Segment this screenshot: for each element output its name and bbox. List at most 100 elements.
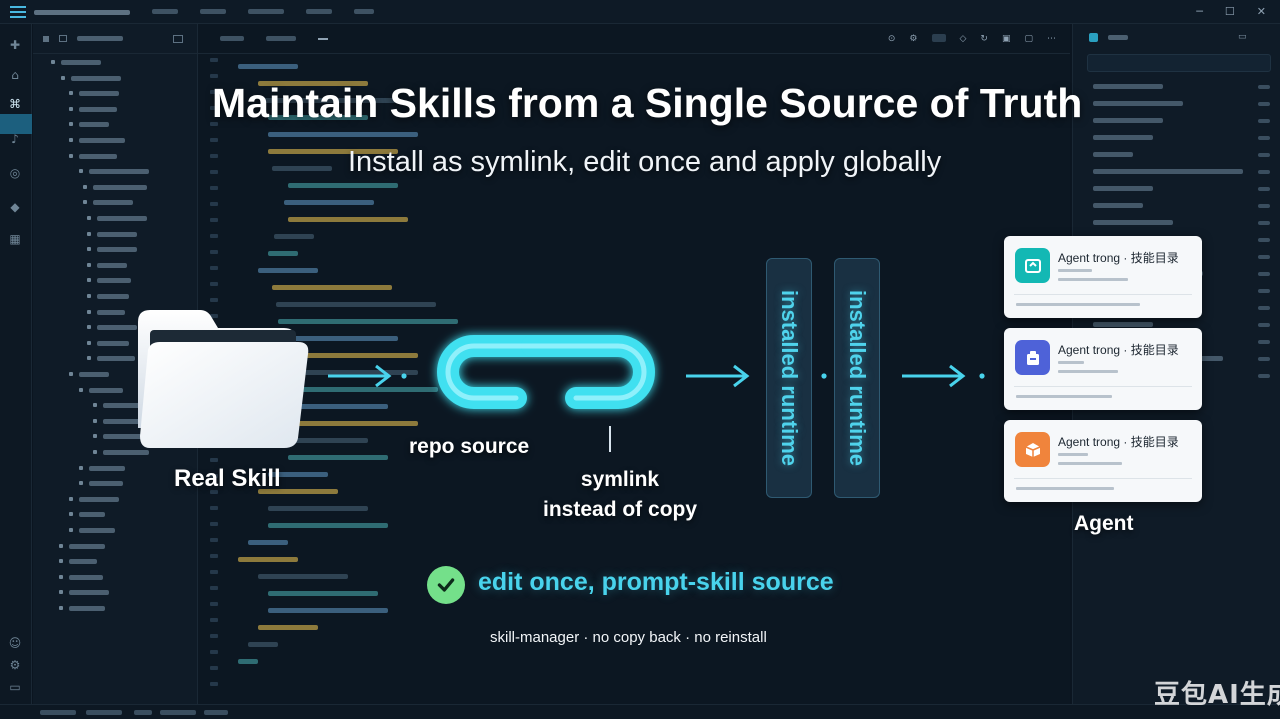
minimize-icon[interactable]: ─ <box>1196 5 1203 18</box>
connector-dot <box>821 373 827 379</box>
tree-item[interactable] <box>97 216 147 221</box>
menu-item[interactable] <box>200 8 226 14</box>
tree-item[interactable] <box>97 247 137 253</box>
tree-item[interactable] <box>97 356 135 362</box>
tree-item[interactable] <box>97 262 127 268</box>
panel-search-input[interactable] <box>1087 54 1271 72</box>
tree-item[interactable] <box>89 387 123 393</box>
collapse-icon[interactable] <box>173 34 183 43</box>
tree-item[interactable] <box>103 450 149 455</box>
folder-icon[interactable] <box>59 35 67 42</box>
agent-divider <box>1014 478 1192 479</box>
tree-item[interactable] <box>79 496 119 502</box>
tree-item[interactable] <box>89 169 149 175</box>
panel-list-item[interactable] <box>1093 220 1173 225</box>
panel-list-item[interactable] <box>1093 203 1143 208</box>
menu-item[interactable] <box>354 8 374 14</box>
tree-item[interactable] <box>79 372 109 377</box>
panel-list-item[interactable] <box>1093 186 1153 191</box>
tree-item[interactable] <box>97 294 129 299</box>
pin-icon[interactable]: ◆ <box>10 200 20 214</box>
agent-meta-placeholder <box>1058 361 1084 364</box>
status-item[interactable] <box>160 710 196 715</box>
tree-item[interactable] <box>89 481 123 487</box>
menu-item[interactable] <box>152 8 178 14</box>
panel-list-item[interactable] <box>1093 101 1183 106</box>
bell-icon[interactable]: ♪ <box>11 132 19 146</box>
tree-item[interactable] <box>103 403 147 409</box>
agent-divider <box>1014 386 1192 387</box>
panel-list-count <box>1258 221 1270 225</box>
status-item[interactable] <box>134 710 152 715</box>
terminal-icon[interactable]: ▭ <box>9 680 21 694</box>
account-icon[interactable]: ☺ <box>8 636 22 650</box>
agent-name: Agent trong · 技能目录 <box>1058 251 1179 265</box>
tree-item[interactable] <box>89 465 125 471</box>
skills-icon[interactable]: ⌘ <box>9 97 21 111</box>
split-icon[interactable]: ▣ <box>1001 34 1011 44</box>
agent-card[interactable]: Agent trong · 技能目录 <box>1004 328 1202 410</box>
tree-item[interactable] <box>69 559 97 565</box>
panel-list-item[interactable] <box>1093 118 1163 123</box>
tree-toggle-icon[interactable] <box>43 35 49 42</box>
agent-card[interactable]: Agent trong · 技能目录 <box>1004 236 1202 318</box>
shield-icon[interactable]: ◇ <box>959 34 967 44</box>
status-item[interactable] <box>204 710 228 715</box>
tree-item[interactable] <box>79 91 119 97</box>
tree-item[interactable] <box>93 184 147 190</box>
tree-item[interactable] <box>69 590 109 596</box>
tree-item[interactable] <box>97 231 137 237</box>
tree-item[interactable] <box>97 309 125 315</box>
gear-icon[interactable]: ⚙ <box>909 34 918 44</box>
close-icon[interactable]: ✕ <box>1256 5 1266 18</box>
panel-list-item[interactable] <box>1093 84 1163 89</box>
tree-item[interactable] <box>79 138 125 143</box>
tree-item[interactable] <box>79 106 117 112</box>
file-icon <box>51 60 55 64</box>
panel-list-item[interactable] <box>1093 135 1153 140</box>
tree-item[interactable] <box>103 434 147 440</box>
more-icon[interactable]: ⋯ <box>1047 34 1056 44</box>
tree-item[interactable] <box>79 512 105 518</box>
tree-item[interactable] <box>69 574 103 580</box>
agent-card[interactable]: Agent trong · 技能目录 <box>1004 420 1202 502</box>
panel-list-item[interactable] <box>1093 169 1243 174</box>
menu-item[interactable] <box>306 8 332 14</box>
settings-icon[interactable]: ⚙ <box>9 658 21 672</box>
file-icon <box>69 372 73 376</box>
zoom-badge[interactable] <box>931 34 946 42</box>
tree-item[interactable] <box>97 340 129 346</box>
dropdown-icon[interactable] <box>318 37 328 40</box>
target-icon[interactable]: ⊙ <box>887 34 896 44</box>
globe-icon[interactable]: ◎ <box>9 166 21 180</box>
maximize-icon[interactable]: ☐ <box>1224 5 1235 18</box>
tree-item[interactable] <box>97 325 137 331</box>
tree-item[interactable] <box>79 153 117 159</box>
tree-item[interactable] <box>97 278 131 284</box>
code-line <box>238 557 298 562</box>
tree-item[interactable] <box>93 200 133 206</box>
status-item[interactable] <box>86 710 122 715</box>
editor-tab[interactable] <box>266 36 296 41</box>
tree-item[interactable] <box>69 543 105 549</box>
tree-item[interactable] <box>103 418 151 424</box>
panel-list-item[interactable] <box>1093 152 1133 157</box>
tree-item[interactable] <box>69 606 105 611</box>
status-item[interactable] <box>40 710 76 715</box>
maximize-panel-icon[interactable]: ▭ <box>1238 32 1247 42</box>
explorer-icon[interactable]: ✚ <box>9 38 21 52</box>
file-icon <box>59 574 63 579</box>
tree-item[interactable] <box>79 122 109 128</box>
grid-icon[interactable]: ▦ <box>9 232 21 246</box>
home-icon[interactable]: ⌂ <box>11 68 19 82</box>
refresh-icon[interactable]: ↻ <box>980 34 988 44</box>
panel-list-item[interactable] <box>1093 322 1153 327</box>
tree-item[interactable] <box>79 528 115 533</box>
tree-item[interactable] <box>61 60 101 65</box>
menu-item[interactable] <box>248 8 284 14</box>
file-icon <box>87 340 91 345</box>
menu-icon[interactable] <box>10 5 26 18</box>
editor-tab[interactable] <box>220 36 244 41</box>
layout-icon[interactable]: ▢ <box>1024 34 1033 44</box>
tree-item[interactable] <box>71 75 121 81</box>
